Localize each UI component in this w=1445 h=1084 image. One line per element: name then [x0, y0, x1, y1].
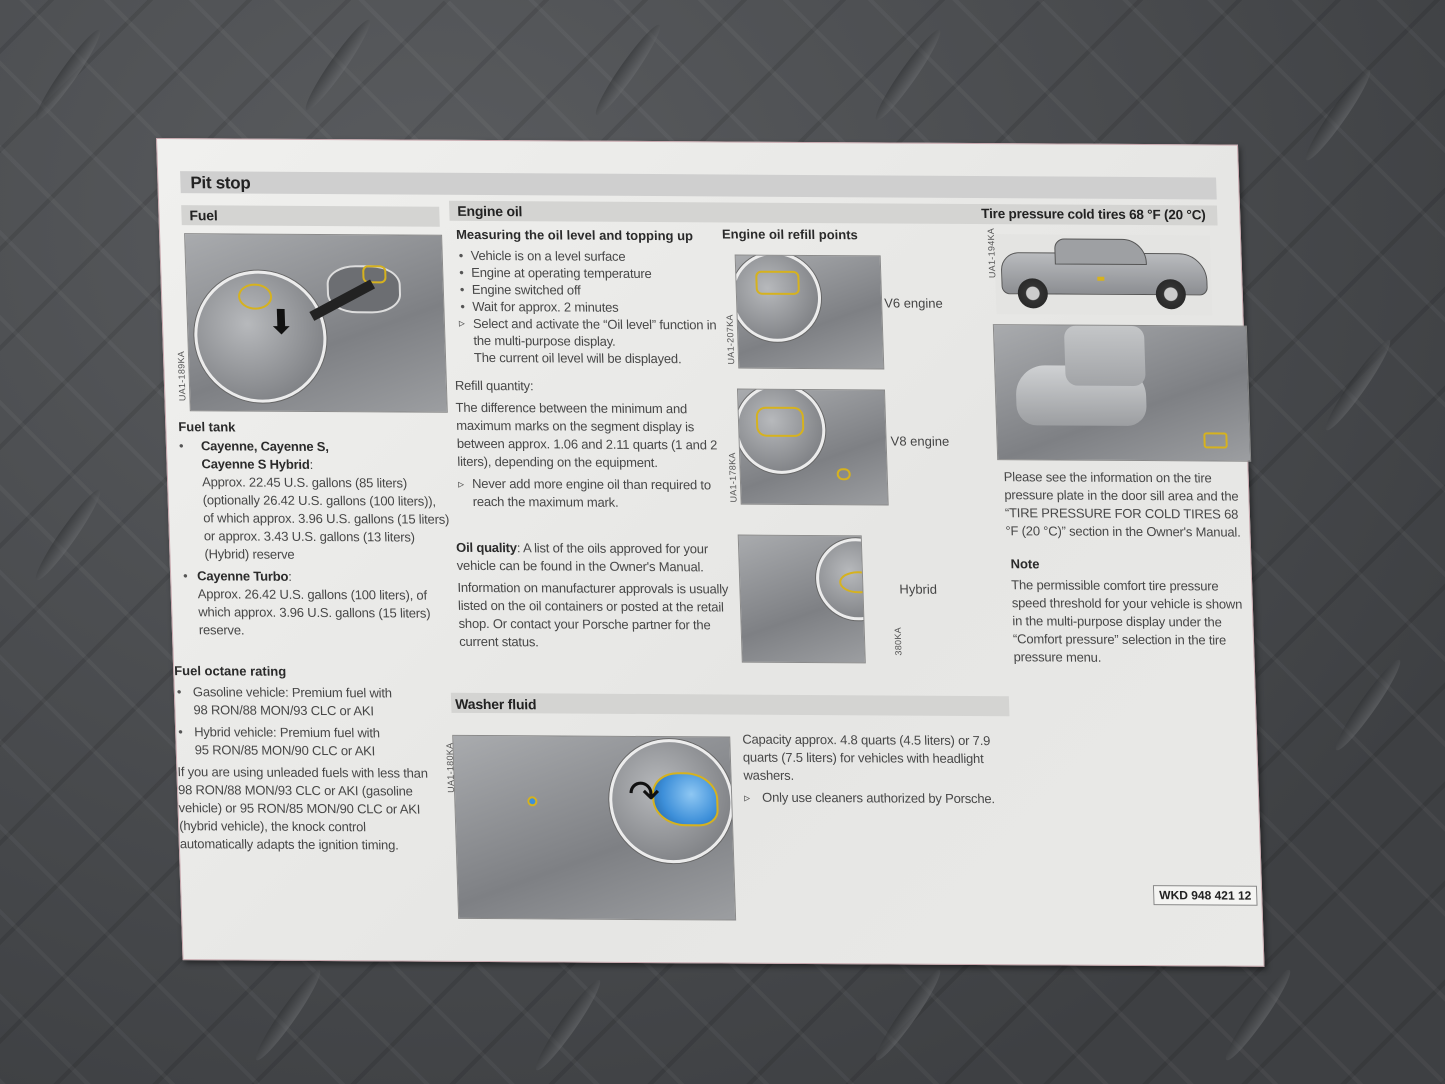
part-number: WKD 948 421 12: [1152, 885, 1258, 906]
list-item: Wait for approx. 2 minutes: [458, 298, 729, 317]
floor-texture: [1319, 335, 1397, 435]
floor-texture: [299, 15, 377, 115]
model-name-line2: Cayenne S Hybrid: [201, 456, 310, 472]
fuel-tank-list: Cayenne, Cayenne S, Cayenne S Hybrid: Ap…: [177, 437, 454, 641]
list-item: Engine at operating temperature: [457, 264, 728, 283]
oil-quality-section: Oil quality: A list of the oils approved…: [456, 539, 734, 653]
floor-texture: [29, 485, 107, 585]
floor-texture: [589, 20, 667, 120]
floor-texture: [529, 975, 607, 1075]
hybrid-image-code: 380KA: [892, 626, 904, 656]
octane-heading: Fuel octane rating: [173, 663, 287, 679]
floor-texture: [29, 25, 107, 125]
rotate-arrow-icon: ↷: [627, 773, 661, 817]
engine-oil-heading-bar: [448, 200, 994, 225]
down-arrow-icon: ⬇: [266, 303, 297, 342]
floor-texture: [1329, 655, 1407, 755]
floor-texture: [1219, 965, 1297, 1065]
v6-image-code: UA1-207KA: [724, 314, 737, 365]
washer-fluid-illustration: ↷: [452, 734, 737, 921]
car-side-illustration: [993, 234, 1213, 316]
fuel-cap-illustration: ⬇: [184, 233, 448, 413]
measuring-list: Vehicle is on a level surface Engine at …: [456, 247, 730, 368]
washer-fluid-heading: Washer fluid: [454, 695, 537, 713]
v8-engine-illustration: [736, 388, 889, 506]
floor-texture: [869, 965, 947, 1065]
list-item: Engine switched off: [458, 281, 729, 300]
washer-capacity-text: Capacity approx. 4.8 quarts (4.5 liters)…: [742, 731, 991, 783]
list-item: Vehicle is on a level surface: [456, 247, 727, 266]
octane-note: If you are using unleaded fuels with les…: [177, 764, 428, 853]
v8-engine-label: V8 engine: [890, 433, 950, 449]
action-result: The current oil level will be displayed.: [473, 349, 682, 367]
list-item: Select and activate the “Oil level” func…: [459, 315, 730, 351]
list-item: Gasoline vehicle: Premium fuel with 98 R…: [175, 683, 446, 721]
washer-instruction-list: Only use cleaners authorized by Porsche.: [744, 789, 1045, 809]
measuring-heading: Measuring the oil level and topping up: [455, 226, 694, 244]
octane-list: Gasoline vehicle: Premium fuel with 98 R…: [175, 683, 450, 855]
washer-reservoir-cap: [651, 772, 720, 827]
model-capacity: Approx. 22.45 U.S. gallons (85 liters) (…: [201, 474, 450, 562]
v6-engine-illustration: [734, 254, 885, 370]
title-bar: [180, 171, 1217, 200]
note-heading: Note: [1010, 556, 1040, 572]
tire-pressure-text: Please see the information on the tire p…: [1003, 469, 1241, 540]
refill-warning: Never add more engine oil than required …: [458, 475, 729, 513]
refill-label: Refill quantity:: [454, 377, 534, 394]
floor-texture: [249, 965, 327, 1065]
floor-texture: [1299, 65, 1377, 165]
model-name-line1: Cayenne, Cayenne S,: [200, 438, 329, 455]
tire-pressure-heading: Tire pressure cold tires 68 °F (20 °C): [981, 206, 1206, 223]
washer-image-code: UA1-180KA: [444, 742, 457, 793]
fuel-heading: Fuel: [189, 207, 218, 224]
list-item: Cayenne, Cayenne S, Cayenne S Hybrid: Ap…: [177, 437, 451, 565]
washer-instruction: Only use cleaners authorized by Porsche.: [744, 789, 1045, 809]
pit-stop-card: Pit stop Fuel ⬇ UA1-189KA Fuel tank Caye…: [156, 138, 1265, 967]
refill-points-heading: Engine oil refill points: [721, 226, 859, 243]
list-item: Cayenne Turbo: Approx. 26.42 U.S. gallon…: [181, 567, 453, 641]
fuel-tank-heading: Fuel tank: [178, 419, 236, 435]
model-capacity: Approx. 26.42 U.S. gallons (100 liters),…: [197, 586, 431, 638]
refill-text: The difference between the minimum and m…: [455, 399, 718, 471]
approvals-text: Information on manufacturer approvals is…: [457, 579, 729, 650]
tire-image-code: UA1-194KA: [985, 227, 998, 279]
note-text: The permissible comfort tire pressure sp…: [1011, 577, 1243, 665]
engine-oil-heading: Engine oil: [457, 202, 523, 220]
list-item: Hybrid vehicle: Premium fuel with 95 RON…: [176, 723, 447, 761]
hybrid-label: Hybrid: [899, 581, 938, 597]
hybrid-engine-illustration: [737, 534, 866, 664]
model-name: Cayenne Turbo: [196, 568, 289, 584]
door-sill-illustration: [992, 324, 1252, 462]
v8-image-code: UA1-178KA: [727, 452, 739, 503]
fuel-heading-bar: [181, 205, 440, 227]
refill-section: Refill quantity: The difference between …: [455, 377, 729, 513]
v6-engine-label: V6 engine: [883, 295, 943, 311]
fuel-image-code: UA1-189KA: [175, 350, 188, 402]
floor-texture: [869, 25, 947, 125]
oil-quality-label: Oil quality: [455, 539, 518, 556]
page-title: Pit stop: [190, 173, 251, 193]
